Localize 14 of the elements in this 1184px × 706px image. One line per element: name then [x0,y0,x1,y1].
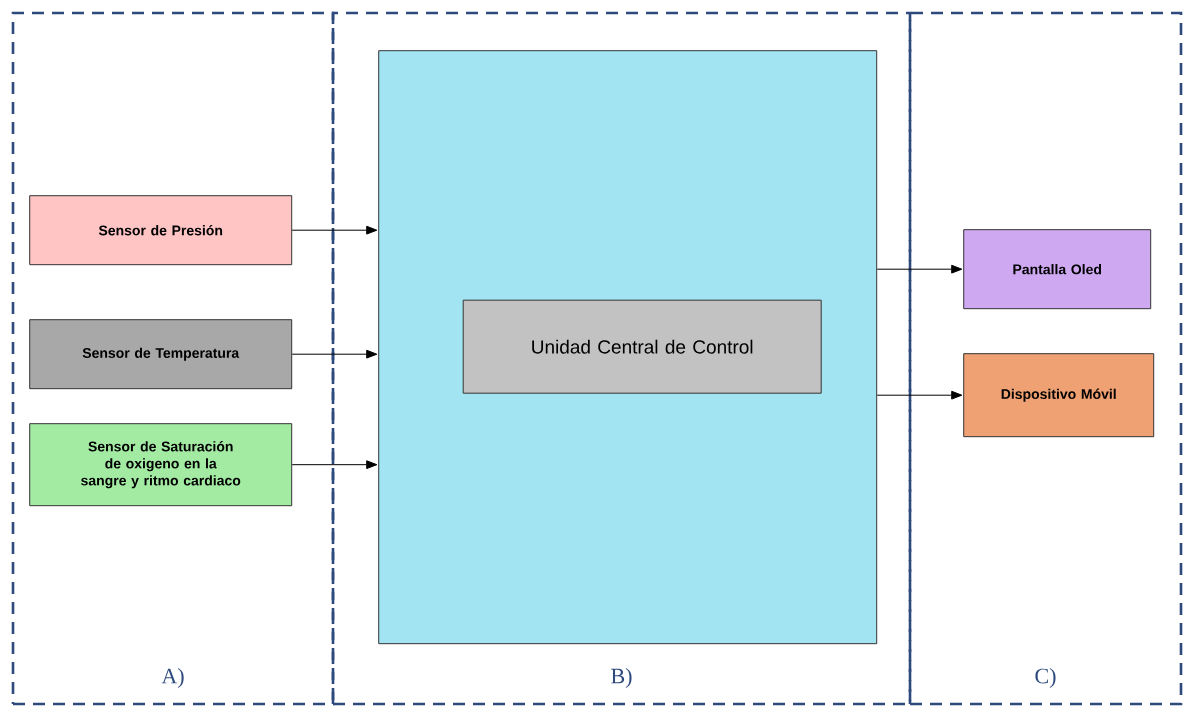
arrow [876,390,963,400]
arrow [291,225,378,235]
block-box: Sensor de Temperatura [29,319,293,390]
block-box: Pantalla Oled [963,229,1152,310]
arrow [291,460,378,470]
panel-label: B) [611,668,632,688]
block-box: Dispositivo Móvil [963,353,1155,438]
arrow [876,264,963,274]
arrow [291,349,378,359]
block-box: Sensor de Presión [29,195,293,266]
block-box: Sensor de Saturación de oxigeno en la sangre y ritmo cardiaco [29,423,293,507]
panel-label: C) [1035,668,1056,688]
panel-label: A) [161,668,184,688]
block-box: Unidad Central de Control [462,299,822,394]
